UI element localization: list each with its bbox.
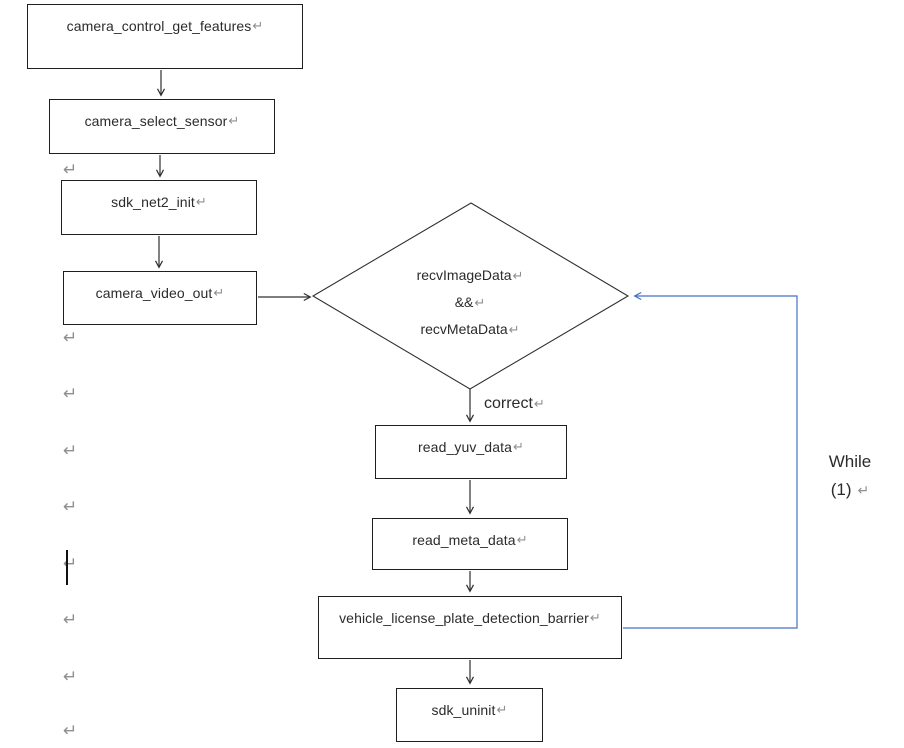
node-label: camera_select_sensor [84,113,228,129]
pilcrow-mark: ↵ [512,268,524,283]
node-label: read_meta_data [412,532,516,548]
pilcrow-mark: ↵ [512,439,524,454]
paragraph-mark: ↵ [63,160,78,179]
decision-line-2: &&↵ [454,294,486,310]
pilcrow-mark: ↵ [213,285,225,300]
while-line-2: (1)↵ [830,480,870,499]
node-read-meta-data: read_meta_data↵ [372,518,568,570]
while-line-1: While [828,452,872,471]
paragraph-mark: ↵ [63,441,78,460]
node-label: read_yuv_data [418,439,512,455]
node-label: camera_control_get_features [66,18,252,34]
text-cursor[interactable] [66,550,68,585]
node-vehicle-license-plate-detection-barrier: vehicle_license_plate_detection_barrier↵ [318,596,622,659]
edge-label-correct: correct↵ [484,395,545,412]
decision-line-3: recvMetaData↵ [420,321,520,337]
node-camera-video-out: camera_video_out↵ [63,271,257,325]
node-sdk-net2-init: sdk_net2_init↵ [61,180,257,235]
pilcrow-mark: ↵ [533,396,545,411]
pilcrow-mark: ↵ [516,532,528,547]
node-label: sdk_net2_init [111,194,195,210]
pilcrow-mark: ↵ [589,610,601,625]
node-label: vehicle_license_plate_detection_barrier [339,610,589,626]
node-label: camera_video_out [95,285,213,301]
paragraph-mark: ↵ [63,667,78,686]
decision-line-1: recvImageData↵ [416,267,524,283]
edge-label-while: While (1)↵ [806,448,894,504]
decision-text: recvImageData↵ &&↵ recvMetaData↵ [350,262,590,343]
paragraph-mark: ↵ [63,721,78,740]
node-sdk-uninit: sdk_uninit↵ [396,688,543,742]
pilcrow-mark: ↵ [508,322,520,337]
paragraph-mark: ↵ [63,384,78,403]
while-loop-connector [623,291,798,629]
pilcrow-mark: ↵ [857,482,870,498]
paragraph-mark: ↵ [63,610,78,629]
paragraph-mark: ↵ [63,328,78,347]
pilcrow-mark: ↵ [474,295,486,310]
pilcrow-mark: ↵ [228,113,240,128]
pilcrow-mark: ↵ [496,702,508,717]
node-camera-select-sensor: camera_select_sensor↵ [49,99,275,154]
node-camera-control-get-features: camera_control_get_features↵ [27,4,303,69]
pilcrow-mark: ↵ [252,18,264,33]
node-read-yuv-data: read_yuv_data↵ [375,425,567,479]
node-label: sdk_uninit [431,702,496,718]
pilcrow-mark: ↵ [195,194,207,209]
paragraph-mark: ↵ [63,497,78,516]
